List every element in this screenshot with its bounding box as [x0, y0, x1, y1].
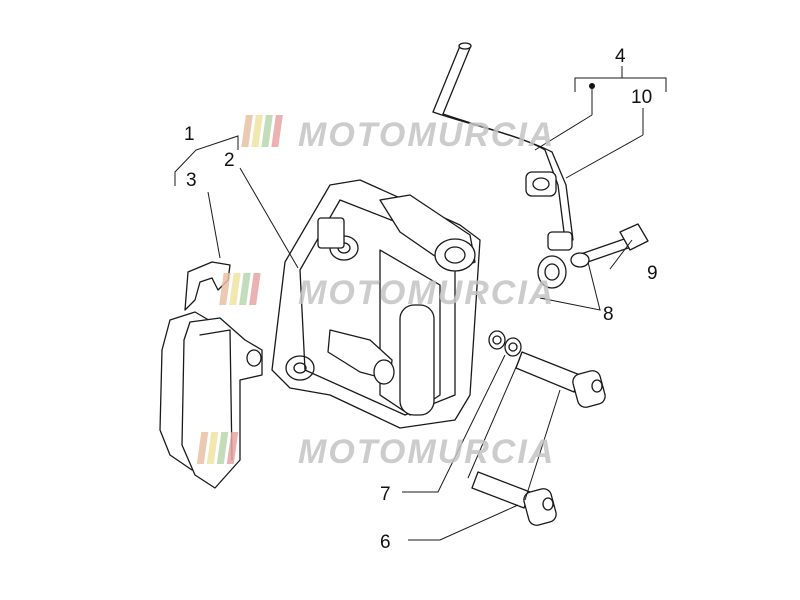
pad-spring: [184, 261, 231, 311]
callout-7: 7: [380, 484, 391, 505]
callout-1: 1: [184, 124, 195, 145]
caliper-bolts: [471, 351, 606, 526]
brake-caliper: [271, 179, 481, 429]
watermark-middle: MOTOMURCIA: [219, 273, 555, 312]
leader-lines: [174, 66, 667, 541]
callout-8: 8: [603, 304, 614, 325]
callout-3: 3: [186, 170, 197, 191]
callout-labels: 1 2 3 4 6 7 8 9 10: [184, 46, 658, 553]
watermark-text: MOTOMURCIA: [298, 274, 555, 312]
watermark-text: MOTOMURCIA: [298, 116, 555, 154]
callout-10: 10: [631, 87, 652, 108]
callout-6: 6: [380, 532, 391, 553]
watermark-bottom: MOTOMURCIA: [196, 432, 555, 471]
bleed-screw: [570, 223, 649, 268]
washers: [488, 330, 522, 357]
brake-hose: [432, 42, 574, 289]
watermark-top: MOTOMURCIA: [241, 115, 555, 154]
watermark-text: MOTOMURCIA: [298, 433, 555, 471]
callout-2: 2: [224, 150, 235, 171]
callout-9: 9: [647, 263, 658, 284]
callout-4: 4: [615, 46, 626, 67]
